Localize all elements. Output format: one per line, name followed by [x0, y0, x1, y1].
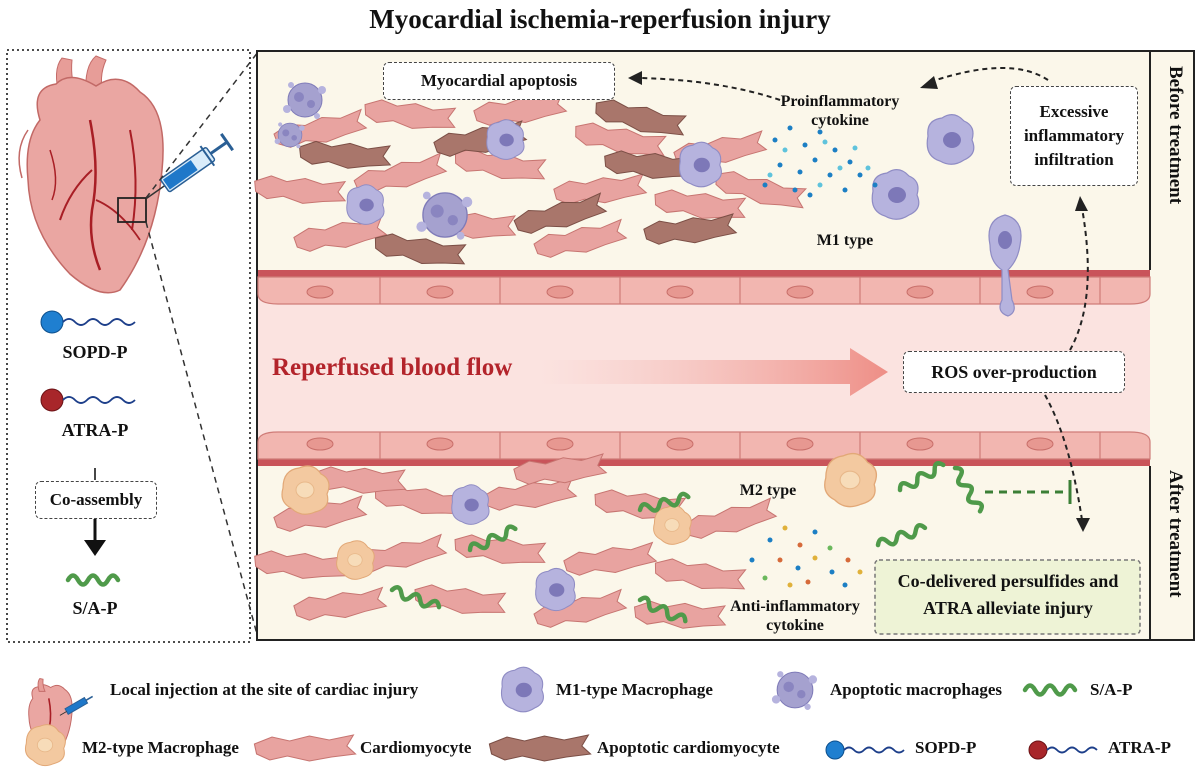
apoptosis-box: Myocardial apoptosis — [383, 62, 615, 100]
legend-injection-label: Local injection at the site of cardiac i… — [110, 680, 419, 699]
legend-apoptotic-cardiomyocyte-icon — [488, 734, 592, 762]
legend-m1-icon — [500, 666, 544, 713]
legend-apoptotic-macrophage-icon — [771, 670, 818, 711]
legend-sopd-icon — [825, 740, 905, 760]
legend-apoptotic-cardiomyocyte-label: Apoptotic cardiomyocyte — [597, 738, 780, 757]
sap-icon — [68, 576, 118, 585]
endothelium-top — [257, 276, 1151, 305]
atra-molecule-icon — [40, 388, 136, 412]
infiltration-box: Excessive inflammatory infiltration — [1010, 86, 1138, 186]
m2-type-label: M2 type — [739, 482, 797, 499]
page-title: Myocardial ischemia-reperfusion injury — [369, 4, 831, 34]
result-box: Co-delivered persulfides and ATRA allevi… — [897, 571, 1119, 618]
sopd-molecule-icon — [40, 310, 136, 334]
sopd-label: SOPD-P — [62, 342, 128, 362]
ros-box: ROS over-production — [903, 351, 1125, 393]
proinflammatory-label: Proinflammatory cytokine — [780, 93, 900, 129]
legend-sap-label: S/A-P — [1090, 680, 1133, 699]
after-tissue — [252, 452, 1072, 633]
sap-label: S/A-P — [72, 598, 118, 618]
legend-sap-icon — [1025, 686, 1075, 695]
legend-m1-label: M1-type Macrophage — [556, 680, 713, 699]
reperfused-flow-label: Reperfused blood flow — [272, 354, 513, 381]
atra-label: ATRA-P — [61, 420, 129, 440]
legend-m2-label: M2-type Macrophage — [82, 738, 239, 757]
heart-icon — [18, 55, 164, 294]
legend-cardiomyocyte-label: Cardiomyocyte — [360, 738, 472, 757]
syringe-icon — [146, 133, 234, 199]
before-tissue — [252, 81, 1022, 317]
antiinflammatory-label: Anti-inflammatory cytokine — [730, 598, 860, 634]
before-treatment-label: Before treatment — [1165, 66, 1186, 205]
m1-type-label: M1 type — [816, 232, 874, 249]
legend-atra-label: ATRA-P — [1108, 738, 1171, 757]
legend-sopd-label: SOPD-P — [915, 738, 977, 757]
legend-apoptotic-macrophages-label: Apoptotic macrophages — [830, 680, 1003, 699]
coassembly-box: Co-assembly — [35, 481, 157, 519]
legend-atra-icon — [1028, 740, 1098, 760]
endothelium-bottom — [257, 431, 1151, 460]
arrow-down-icon — [84, 540, 106, 556]
flow-arrow-icon — [540, 348, 888, 396]
after-treatment-label: After treatment — [1165, 470, 1186, 598]
legend-cardiomyocyte-icon — [253, 734, 357, 762]
